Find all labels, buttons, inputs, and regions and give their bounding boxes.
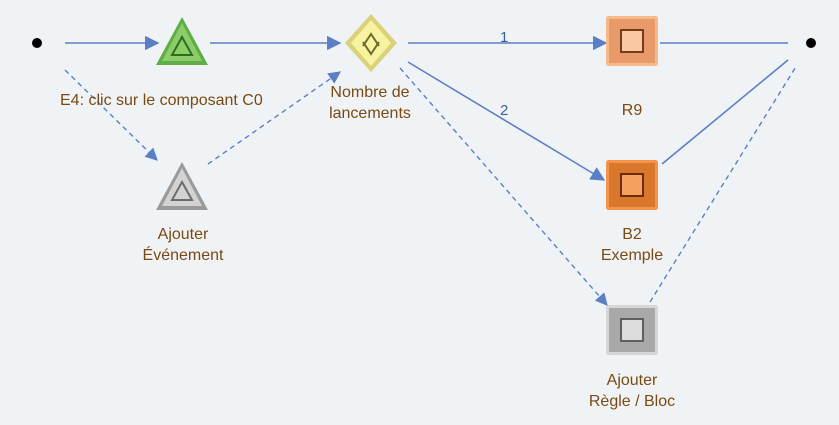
edge-start-to-add-event[interactable] bbox=[64, 69, 158, 161]
rule-r9-box[interactable] bbox=[606, 16, 658, 66]
edge-decision-to-add-rule[interactable] bbox=[399, 67, 608, 306]
block-b2-label-line1: B2 bbox=[622, 226, 642, 243]
block-b2-box[interactable] bbox=[606, 160, 658, 210]
decision-diamond-icon[interactable] bbox=[343, 12, 399, 74]
rule-r9-label: R9 bbox=[621, 102, 643, 119]
edge-label-2: 2 bbox=[500, 102, 509, 119]
add-rule-label: Ajouter Règle / Bloc bbox=[567, 370, 697, 412]
add-event-label: Ajouter Événement bbox=[133, 224, 233, 266]
end-node[interactable] bbox=[806, 38, 816, 48]
add-rule-inner-square-icon bbox=[620, 318, 644, 342]
edge-b2-to-end[interactable] bbox=[661, 59, 789, 165]
start-node[interactable] bbox=[32, 38, 42, 48]
add-event-label-line2: Événement bbox=[142, 247, 224, 264]
block-b2-label: B2 Exemple bbox=[582, 224, 682, 266]
edge-decision-to-b2[interactable] bbox=[407, 61, 606, 181]
add-event-triangle-icon[interactable] bbox=[154, 160, 210, 212]
add-rule-box[interactable] bbox=[606, 305, 658, 355]
rule-r9-inner-square-icon bbox=[620, 29, 644, 53]
event-triangle-icon[interactable] bbox=[154, 15, 210, 67]
edge-label-1: 1 bbox=[500, 29, 509, 46]
add-rule-label-line1: Ajouter bbox=[606, 372, 658, 389]
block-b2-label-line2: Exemple bbox=[600, 247, 664, 264]
edge-add-rule-to-end[interactable] bbox=[649, 64, 798, 303]
decision-label: Nombre de lancements bbox=[320, 82, 420, 124]
add-rule-label-line2: Règle / Bloc bbox=[588, 393, 676, 410]
block-b2-inner-square-icon bbox=[620, 173, 644, 197]
add-event-label-line1: Ajouter bbox=[157, 226, 209, 243]
event-label: E4: clic sur le composant C0 bbox=[60, 92, 263, 109]
decision-label-line2: lancements bbox=[329, 105, 411, 122]
decision-label-line1: Nombre de bbox=[330, 84, 410, 101]
